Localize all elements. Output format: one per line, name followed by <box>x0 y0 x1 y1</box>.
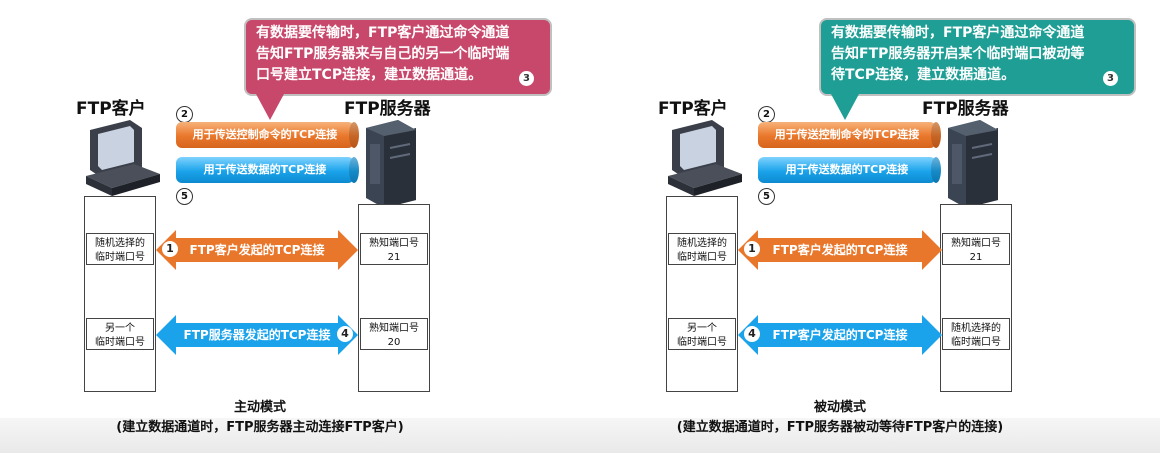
port-line: 临时端口号 <box>951 337 1001 348</box>
arrow-label: FTP客户发起的TCP连接 <box>189 243 325 257</box>
mode-caption: 被动模式 (建立数据通道时，FTP服务器被动等待FTP客户的连接) <box>610 398 1070 438</box>
bubble-step-number: 3 <box>519 71 534 86</box>
port-line: 临时端口号 <box>95 337 145 348</box>
bubble-line: 待TCP连接，建立数据通道。 <box>831 67 1016 83</box>
mode-subtitle: (建立数据通道时，FTP服务器被动等待FTP客户的连接) <box>676 420 1004 435</box>
server-initiated-arrow: FTP服务器发起的TCP连接 4 <box>156 315 358 355</box>
client-initiated-arrow: FTP客户发起的TCP连接 1 <box>156 230 358 270</box>
step-4-marker: 4 <box>337 326 353 342</box>
bubble-line: 有数据要传输时，FTP客户通过命令通道 <box>831 25 1085 41</box>
step-1-marker: 1 <box>744 241 760 257</box>
client-initiated-arrow: FTP客户发起的TCP连接 1 <box>738 230 942 270</box>
port-line: 临时端口号 <box>677 252 727 263</box>
client-initiated-data-arrow: FTP客户发起的TCP连接 4 <box>738 315 942 355</box>
step-5-marker: 5 <box>176 188 193 205</box>
server-title: FTP服务器 <box>344 99 431 119</box>
client-other-port-box: 另一个 临时端口号 <box>668 318 736 350</box>
mode-subtitle: (建立数据通道时，FTP服务器主动连接FTP客户) <box>116 420 404 435</box>
port-line: 临时端口号 <box>95 252 145 263</box>
active-callout-bubble: 有数据要传输时，FTP客户通过命令通道 告知FTP服务器来与自己的另一个临时端 … <box>244 18 552 120</box>
port-line: 熟知端口号 <box>369 238 419 249</box>
port-line: 20 <box>387 337 401 348</box>
desktop-computer-icon <box>668 120 742 196</box>
data-connection: 用于传送数据的TCP连接 <box>176 157 354 183</box>
client-other-port-box: 另一个 临时端口号 <box>86 318 154 350</box>
port-line: 随机选择的 <box>95 238 145 249</box>
server-port-20-box: 熟知端口号 20 <box>360 318 428 350</box>
step-1-marker: 1 <box>162 241 178 257</box>
client-column <box>84 196 156 392</box>
server-random-port-box: 随机选择的 临时端口号 <box>942 318 1010 350</box>
desktop-computer-icon <box>86 120 160 196</box>
bubble-tail <box>256 94 284 120</box>
mode-title: 被动模式 <box>813 400 866 415</box>
active-mode-panel: 有数据要传输时，FTP客户通过命令通道 告知FTP服务器来与自己的另一个临时端 … <box>0 0 580 453</box>
bottom-band <box>0 418 1160 453</box>
passive-callout-bubble: 有数据要传输时，FTP客户通过命令通道 告知FTP服务器开启某个临时端口被动等 … <box>819 18 1136 120</box>
port-line: 随机选择的 <box>677 238 727 249</box>
mode-title: 主动模式 <box>233 400 286 415</box>
port-line: 21 <box>969 252 983 263</box>
port-line: 随机选择的 <box>951 323 1001 334</box>
control-connection: 用于传送控制命令的TCP连接 <box>758 122 936 148</box>
bubble-line: 告知FTP服务器来与自己的另一个临时端 <box>256 46 510 62</box>
arrow-label: FTP客户发起的TCP连接 <box>772 243 908 257</box>
client-random-port-box: 随机选择的 临时端口号 <box>86 233 154 265</box>
port-line: 临时端口号 <box>677 337 727 348</box>
arrow-label: FTP客户发起的TCP连接 <box>772 328 908 342</box>
client-random-port-box: 随机选择的 临时端口号 <box>668 233 736 265</box>
server-port-21-box: 熟知端口号 21 <box>942 233 1010 265</box>
bubble-step-number: 3 <box>1103 71 1118 86</box>
control-connection: 用于传送控制命令的TCP连接 <box>176 122 354 148</box>
server-tower-icon <box>366 120 416 208</box>
port-line: 另一个 <box>105 323 135 334</box>
step-4-marker: 4 <box>744 326 760 342</box>
mode-caption: 主动模式 (建立数据通道时，FTP服务器主动连接FTP客户) <box>40 398 480 438</box>
server-title: FTP服务器 <box>922 99 1009 119</box>
bubble-tail <box>831 94 859 120</box>
double-arrow-orange <box>156 230 358 270</box>
bubble-line: 口号建立TCP连接，建立数据通道。 <box>256 67 483 83</box>
client-title: FTP客户 <box>76 99 146 119</box>
double-arrow-blue <box>156 315 358 355</box>
double-arrow-orange <box>738 230 942 270</box>
step-5-marker: 5 <box>758 188 775 205</box>
step-2-marker: 2 <box>176 106 193 123</box>
step-2-marker: 2 <box>758 106 775 123</box>
port-line: 熟知端口号 <box>369 323 419 334</box>
bubble-line: 告知FTP服务器开启某个临时端口被动等 <box>831 46 1085 62</box>
passive-mode-panel: 有数据要传输时，FTP客户通过命令通道 告知FTP服务器开启某个临时端口被动等 … <box>580 0 1160 453</box>
arrow-label: FTP服务器发起的TCP连接 <box>183 328 331 342</box>
server-port-21-box: 熟知端口号 21 <box>360 233 428 265</box>
port-line: 熟知端口号 <box>951 238 1001 249</box>
port-line: 另一个 <box>687 323 717 334</box>
double-arrow-blue <box>738 315 942 355</box>
server-tower-icon <box>948 120 998 208</box>
port-line: 21 <box>387 252 401 263</box>
data-connection: 用于传送数据的TCP连接 <box>758 157 936 183</box>
client-column <box>666 196 738 392</box>
bubble-line: 有数据要传输时，FTP客户通过命令通道 <box>256 25 510 41</box>
client-title: FTP客户 <box>658 99 728 119</box>
